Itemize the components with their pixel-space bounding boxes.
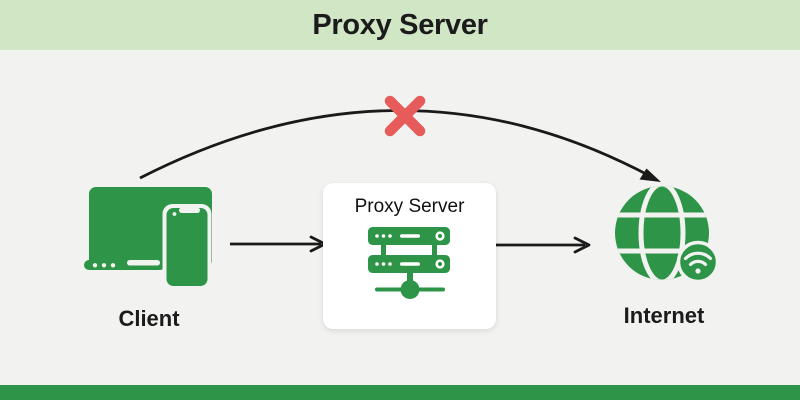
footer-bar [0, 385, 800, 400]
header: Proxy Server [0, 0, 800, 50]
wifi-icon [683, 251, 713, 274]
internet-label: Internet [623, 303, 705, 328]
internet-node: Internet [605, 185, 723, 329]
client-to-proxy-arrow [230, 235, 327, 253]
server-unit-detail [374, 231, 445, 269]
red-x-icon [384, 95, 426, 137]
laptop-phone-icon [84, 187, 212, 290]
client-label: Client [118, 306, 180, 331]
page-title: Proxy Server [312, 8, 488, 41]
proxy-card-title: Proxy Server [354, 196, 465, 217]
server-rack-icon [367, 227, 450, 299]
client-node: Client [83, 183, 215, 332]
diagram-canvas: Client Proxy Server [0, 50, 800, 385]
proxy-server-card: Proxy Server [323, 183, 496, 329]
arrows-layer [139, 95, 661, 254]
proxy-to-internet-arrow [496, 236, 591, 254]
globe-wifi-icon [615, 186, 720, 284]
